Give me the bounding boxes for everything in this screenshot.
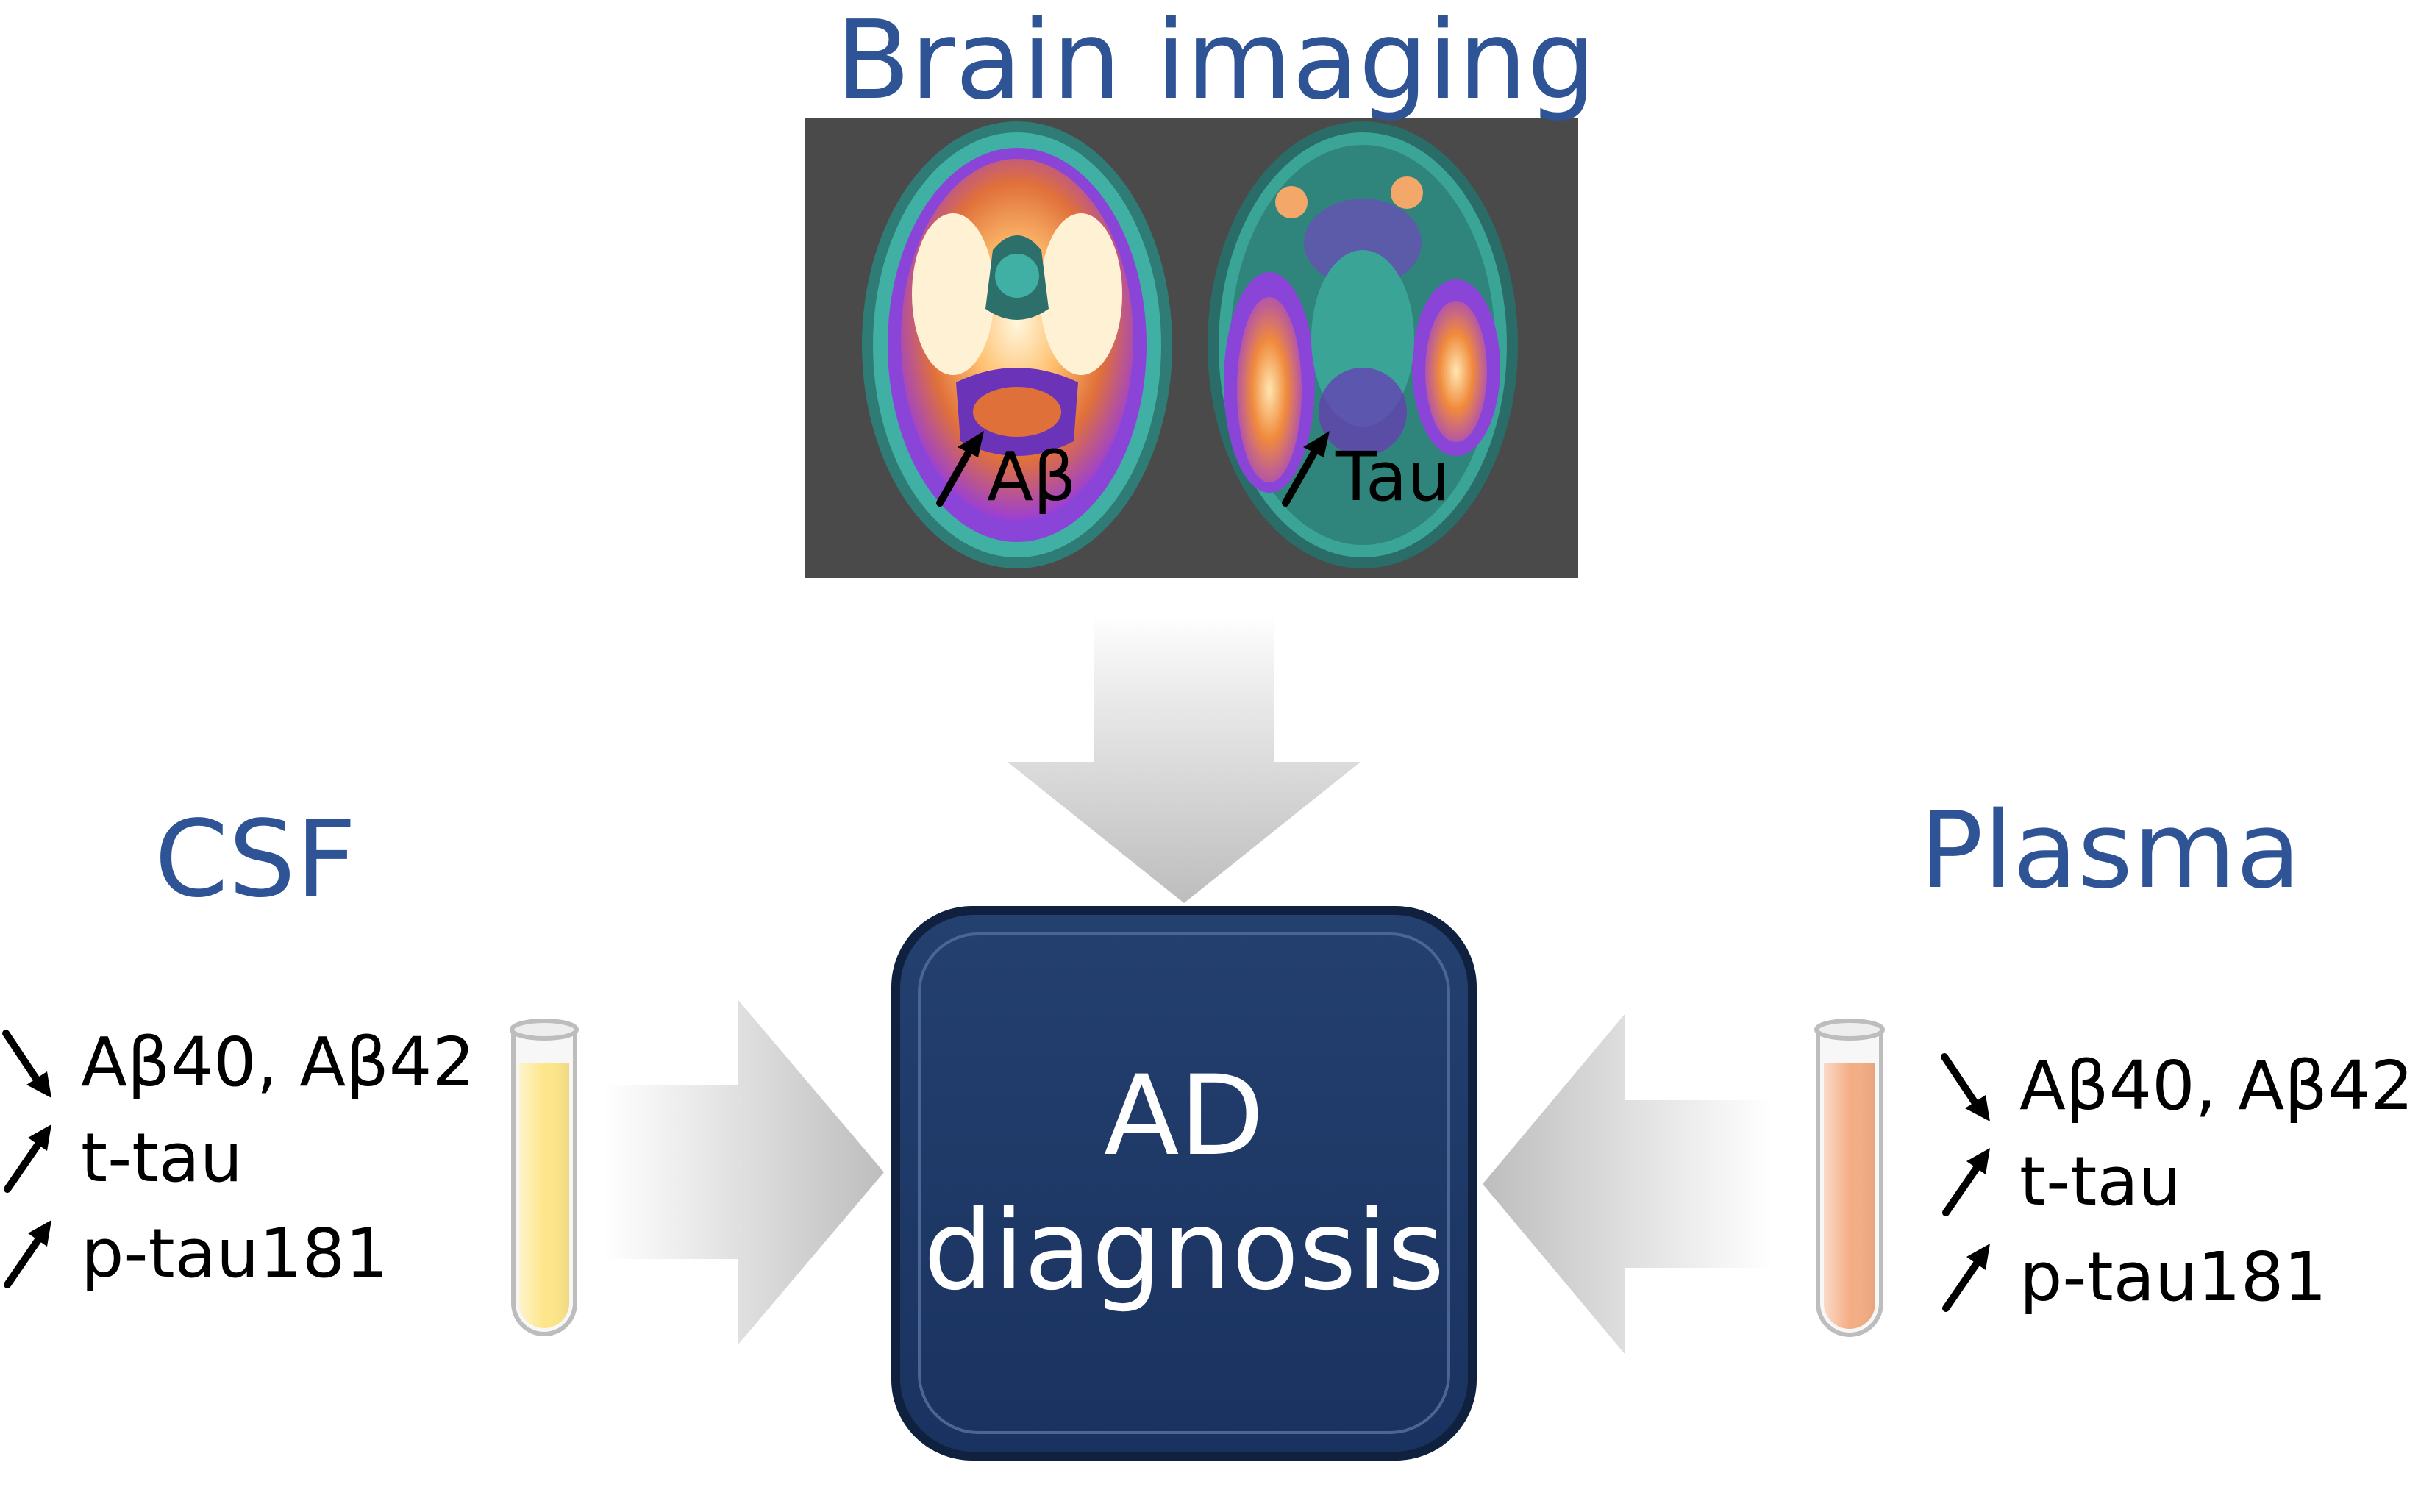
plasma-test-tube [1814, 1019, 1885, 1337]
csf-biomarker-list: Aβ40, Aβ42 t-tau p-tau181 [0, 1015, 475, 1302]
plasma-title: Plasma [1919, 788, 2301, 912]
diagnosis-line-ad: AD [1103, 1052, 1265, 1180]
increase-arrow-icon [1942, 1244, 1990, 1312]
plasma-marker-label: Aβ40, Aβ42 [2019, 1046, 2414, 1125]
amyloid-label: Aβ [987, 438, 1077, 516]
plasma-marker-item: Aβ40, Aβ42 [1939, 1038, 2414, 1134]
amyloid-pet-brain [862, 121, 1172, 568]
tau-scan-label: Tau [1282, 431, 1450, 516]
plasma-biomarker-list: Aβ40, Aβ42 t-tau p-tau181 [1939, 1038, 2414, 1325]
csf-flow-arrow [603, 1000, 884, 1344]
decrease-arrow-icon [2, 1030, 51, 1098]
tau-label: Tau [1335, 438, 1450, 516]
increase-arrow-icon [4, 1220, 51, 1288]
csf-marker-item: Aβ40, Aβ42 [0, 1015, 475, 1110]
csf-marker-label: t-tau [81, 1119, 243, 1197]
amyloid-scan-label: Aβ [936, 431, 1077, 516]
diagnosis-box [891, 906, 1477, 1461]
diagnosis-line-diagnosis: diagnosis [923, 1187, 1445, 1315]
plasma-marker-label: t-tau [2019, 1142, 2182, 1221]
plasma-flow-arrow [1483, 1013, 1772, 1355]
diagnosis-text: AD diagnosis [897, 919, 1471, 1449]
csf-marker-label: p-tau181 [81, 1214, 388, 1293]
increase-arrow-icon [1942, 1148, 1990, 1216]
csf-marker-item: p-tau181 [0, 1206, 475, 1302]
csf-marker-item: t-tau [0, 1110, 475, 1206]
csf-marker-label: Aβ40, Aβ42 [81, 1023, 475, 1102]
pet-scan-panel: Aβ Tau [805, 118, 1578, 578]
brain-imaging-title: Brain imaging [835, 0, 1597, 124]
plasma-marker-label: p-tau181 [2019, 1238, 2327, 1316]
increase-arrow-icon [4, 1124, 51, 1193]
down-flow-arrow [1008, 615, 1361, 903]
csf-title: CSF [154, 797, 357, 921]
csf-test-tube [510, 1019, 579, 1336]
plasma-marker-item: t-tau [1939, 1134, 2414, 1230]
plasma-marker-item: p-tau181 [1939, 1230, 2414, 1325]
decrease-arrow-icon [1941, 1053, 1990, 1121]
tau-pet-brain [1208, 121, 1518, 568]
